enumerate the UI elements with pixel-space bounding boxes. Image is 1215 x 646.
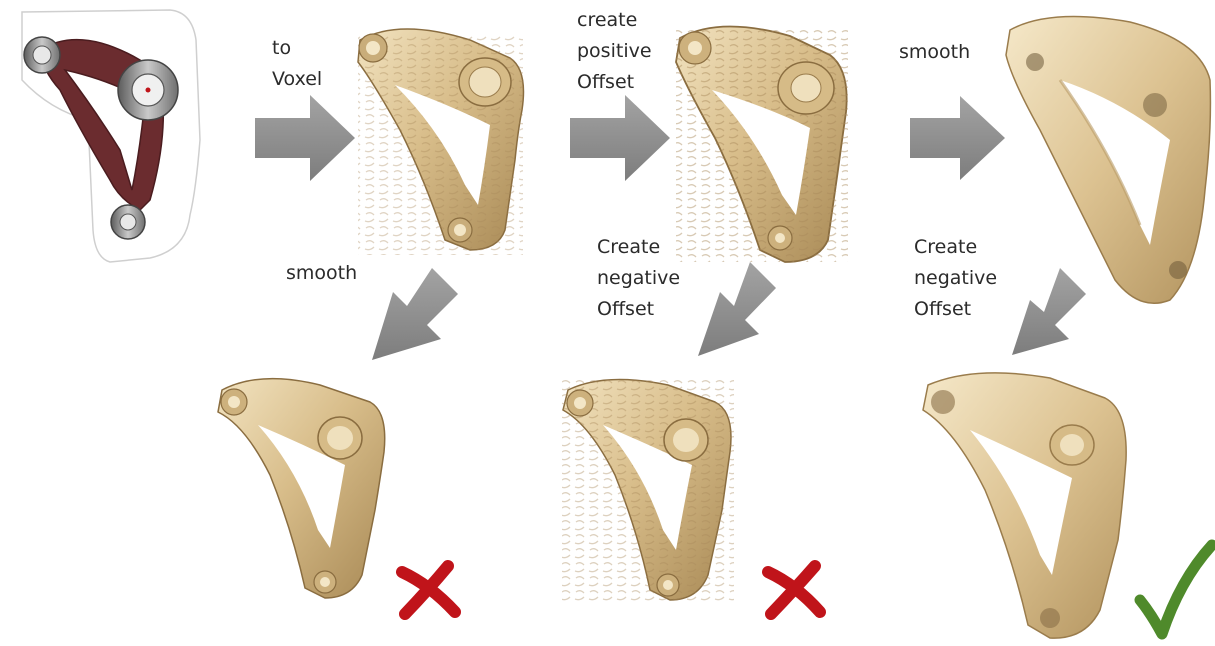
label-line: positive xyxy=(577,36,652,67)
fail-cross-2 xyxy=(768,566,820,614)
positive-offset-part xyxy=(676,26,848,262)
arrow-smooth-down xyxy=(372,268,458,360)
label-positive-offset: create positive Offset xyxy=(577,5,652,98)
label-line: negative xyxy=(914,263,997,294)
label-negative-offset-right: Create negative Offset xyxy=(914,232,997,325)
label-line: Create xyxy=(914,232,997,263)
arrow-negative-offset-right xyxy=(1012,268,1086,355)
label-line: to xyxy=(272,33,322,64)
arrow-to-voxel xyxy=(255,95,355,181)
original-cad-part xyxy=(22,10,200,262)
label-line: Offset xyxy=(577,67,652,98)
label-line: Create xyxy=(597,232,680,263)
smooth-result-part xyxy=(218,379,385,598)
fail-cross-1 xyxy=(402,566,455,614)
negative-offset-smooth-part xyxy=(923,373,1126,638)
label-line: smooth xyxy=(899,37,970,68)
label-negative-offset-mid: Create negative Offset xyxy=(597,232,680,325)
voxel-part xyxy=(358,29,524,255)
label-line: create xyxy=(577,5,652,36)
label-line: Voxel xyxy=(272,64,322,95)
label-to-voxel: to Voxel xyxy=(272,33,322,95)
arrow-negative-offset-mid xyxy=(698,262,776,356)
arrow-smooth-top xyxy=(910,96,1005,180)
label-line: smooth xyxy=(286,258,357,289)
label-line: Offset xyxy=(914,294,997,325)
smoothed-part xyxy=(1006,17,1210,304)
label-line: Offset xyxy=(597,294,680,325)
success-check xyxy=(1140,545,1212,634)
label-smooth-left: smooth xyxy=(286,258,357,289)
label-line: negative xyxy=(597,263,680,294)
negative-offset-rough-part xyxy=(562,378,734,603)
arrow-positive-offset xyxy=(570,95,670,181)
label-smooth-top: smooth xyxy=(899,37,970,68)
